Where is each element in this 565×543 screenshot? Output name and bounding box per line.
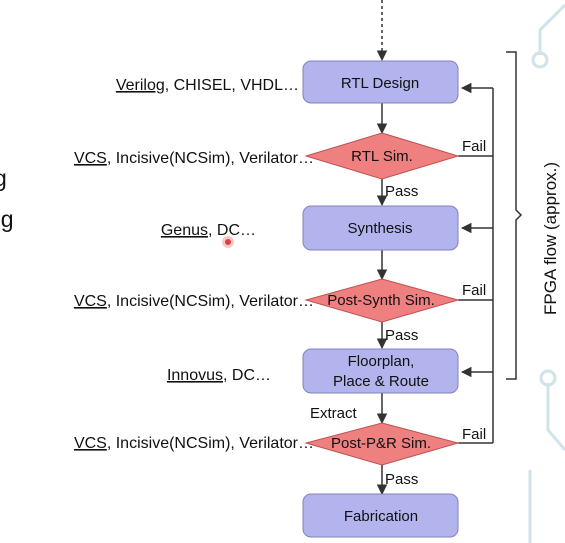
tool-verilog: Verilog (116, 77, 165, 94)
fail-label-3: Fail (462, 426, 486, 443)
fpga-flow-bracket (506, 51, 523, 380)
rtl-sim-label: RTL Sim. (351, 148, 413, 165)
cursor-highlight (222, 236, 234, 248)
post-synth-sim-diamond: Post-Synth Sim. (304, 278, 460, 323)
fail-label-1: Fail (462, 138, 486, 155)
tools-floorplan: Innovus, DC… (167, 367, 271, 384)
tools-rtl-sim-rest: , Incisive(NCSim), Verilator… (107, 150, 314, 167)
post-pr-sim-diamond: Post-P&R Sim. (304, 422, 460, 466)
pass-label-3: Pass (385, 471, 418, 488)
fabrication-label: Fabrication (344, 508, 418, 525)
pass-label-2: Pass (385, 327, 418, 344)
tools-post-pr-sim-rest: , Incisive(NCSim), Verilator… (107, 435, 314, 452)
pass-label-1: Pass (385, 183, 418, 200)
tools-floorplan-rest: , DC… (223, 367, 271, 384)
clipped-text-1: g (0, 165, 7, 191)
post-synth-sim-label: Post-Synth Sim. (327, 292, 435, 309)
tools-post-pr-sim: VCS, Incisive(NCSim), Verilator… (74, 435, 314, 452)
fail-feedback-loop (458, 82, 494, 444)
tools-post-synth-sim-rest: , Incisive(NCSim), Verilator… (107, 293, 314, 310)
extract-label: Extract (310, 405, 358, 422)
rtl-design-label: RTL Design (341, 75, 419, 92)
floorplan-box: Floorplan, Place & Route (302, 348, 459, 394)
tools-synthesis-rest: , DC… (208, 222, 256, 239)
synthesis-label: Synthesis (347, 220, 412, 237)
fpga-flow-label: FPGA flow (approx.) (541, 162, 560, 315)
tool-vcs-1: VCS (74, 150, 107, 167)
clipped-text-2: ng (0, 206, 14, 232)
decorative-circuit-lines (528, 3, 565, 543)
synthesis-box: Synthesis (302, 205, 459, 251)
tools-rtl-sim: VCS, Incisive(NCSim), Verilator… (74, 150, 314, 167)
fabrication-box: Fabrication (302, 493, 459, 538)
tools-rtl-design-rest: , CHISEL, VHDL… (165, 77, 299, 94)
rtl-sim-diamond: RTL Sim. (304, 132, 460, 180)
tool-vcs-3: VCS (74, 435, 107, 452)
tool-vcs-2: VCS (74, 293, 107, 310)
tool-innovus: Innovus (167, 367, 223, 384)
floorplan-label-line1: Floorplan, (348, 353, 415, 370)
rtl-design-box: RTL Design (302, 60, 459, 104)
fail-label-2: Fail (462, 282, 486, 299)
post-pr-sim-label: Post-P&R Sim. (331, 435, 431, 452)
tools-post-synth-sim: VCS, Incisive(NCSim), Verilator… (74, 293, 314, 310)
tools-rtl-design: Verilog, CHISEL, VHDL… (116, 77, 299, 94)
tools-synthesis: Genus, DC… (161, 222, 256, 239)
tool-genus: Genus (161, 222, 208, 239)
floorplan-label-line2: Place & Route (333, 373, 429, 390)
